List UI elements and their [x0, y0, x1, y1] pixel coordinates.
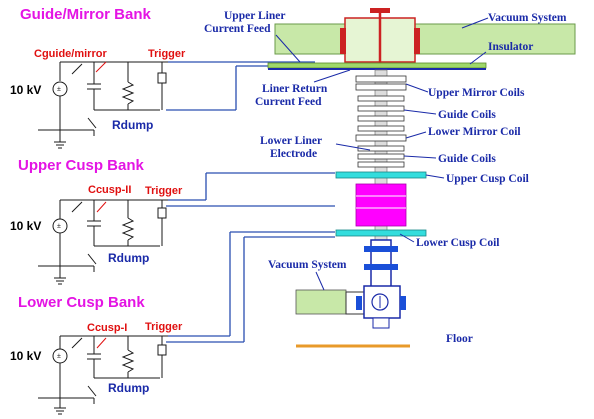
lower-cusp-coil [335, 229, 427, 237]
label-floor: Floor [446, 333, 473, 345]
upper-cusp-bank: Upper Cusp Bank Ccusp-II Trigger 10 kV R… [10, 157, 335, 285]
guide-coils-upper [357, 95, 405, 132]
insulator-plate [267, 62, 487, 69]
label-upper-liner-feed-2: Current Feed [204, 23, 271, 35]
trigger-label-upper-cusp: Trigger [145, 185, 183, 197]
plasma-machine [267, 8, 576, 348]
label-lower-cusp-coil: Lower Cusp Coil [416, 237, 500, 249]
guide-coils-lower [357, 145, 405, 168]
label-upper-mirror-coils: Upper Mirror Coils [428, 87, 525, 99]
bank-title-upper-cusp: Upper Cusp Bank [18, 157, 145, 174]
lower-cusp-bank: Lower Cusp Bank Ccusp-I Trigger 10 kV Rd… [10, 231, 335, 415]
label-lower-mirror-coil: Lower Mirror Coil [428, 126, 521, 138]
capacitor-label-lower-cusp: Ccusp-I [87, 322, 127, 334]
capacitor-label-upper-cusp: Ccusp-II [88, 184, 131, 196]
resistor-icon [121, 81, 135, 105]
trigger-label-guide-mirror: Trigger [148, 48, 186, 60]
label-upper-cusp-coil: Upper Cusp Coil [446, 173, 529, 185]
svg-text:±: ± [57, 223, 61, 230]
label-insulator: Insulator [488, 41, 533, 53]
bank-title-lower-cusp: Lower Cusp Bank [18, 294, 145, 311]
label-liner-return-2: Current Feed [255, 96, 322, 108]
label-guide-coils-2: Guide Coils [438, 153, 496, 165]
svg-text:±: ± [57, 353, 61, 360]
trigger-switch-icon [157, 207, 167, 219]
label-lower-liner-1: Lower Liner [260, 135, 322, 147]
label-upper-liner-feed-1: Upper Liner [224, 10, 285, 22]
trigger-label-lower-cusp: Trigger [145, 321, 183, 333]
rdump-label-guide-mirror: Rdump [112, 118, 153, 132]
svg-text:±: ± [57, 86, 61, 93]
rdump-label-lower-cusp: Rdump [108, 381, 149, 395]
trigger-switch-icon [157, 72, 167, 84]
label-liner-return-1: Liner Return [262, 83, 328, 95]
cusp-chamber [355, 183, 407, 227]
upper-vacuum-vessel [274, 23, 576, 55]
voltage-label-lower-cusp: 10 kV [10, 349, 41, 363]
rdump-label-upper-cusp: Rdump [108, 251, 149, 265]
component-labels: Upper Liner Current Feed Vacuum System I… [204, 10, 567, 345]
lower-mirror-coil [355, 134, 407, 142]
resistor-icon [121, 217, 135, 241]
capacitor-label-guide-mirror: Cguide/mirror [34, 48, 107, 60]
voltage-label-upper-cusp: 10 kV [10, 219, 41, 233]
upper-cusp-coil [335, 171, 427, 179]
label-lower-liner-2: Electrode [270, 148, 317, 160]
label-vacuum-system-bottom: Vacuum System [268, 259, 347, 271]
upper-mirror-coils [355, 75, 407, 91]
label-guide-coils-1: Guide Coils [438, 109, 496, 121]
label-vacuum-system-top: Vacuum System [488, 12, 567, 24]
trigger-switch-icon [157, 344, 167, 356]
vacuum-pump [295, 289, 347, 315]
bank-title-guide-mirror: Guide/Mirror Bank [20, 6, 152, 23]
voltage-label-guide-mirror: 10 kV [10, 83, 41, 97]
resistor-icon [121, 349, 135, 373]
